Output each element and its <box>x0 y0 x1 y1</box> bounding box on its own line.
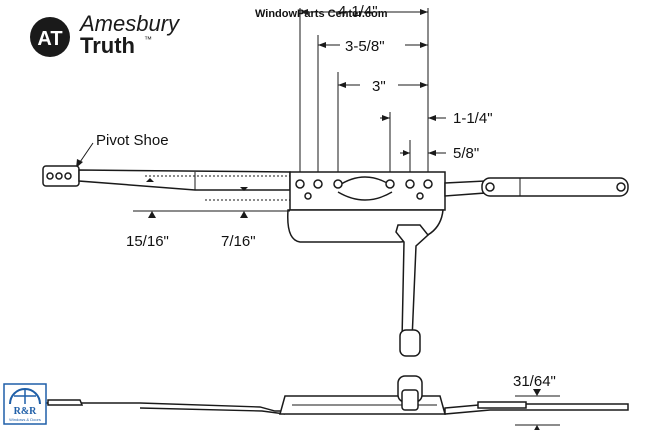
logo-letters: AT <box>37 28 62 50</box>
operator-side-view: 31/64" <box>40 373 629 430</box>
operator-top-view <box>42 165 629 357</box>
pivot-shoe-callout: Pivot Shoe <box>76 132 169 168</box>
dimension-7-16-label: 7/16" <box>221 233 256 250</box>
dimension-overall-label: 4-1/4" <box>338 3 378 20</box>
dimension-15-16: 15/16" <box>126 210 290 250</box>
watermark-text: WindowParts Center.com <box>255 8 388 20</box>
trademark-symbol: ™ <box>144 35 152 44</box>
dimension-overall: 4-1/4" <box>300 3 428 20</box>
dimension-3: 3" <box>338 78 428 95</box>
dimension-5-8-label: 5/8" <box>453 145 479 162</box>
dimension-3-label: 3" <box>372 78 386 95</box>
dimension-31-64-label: 31/64" <box>513 373 556 390</box>
logo-circle <box>30 17 70 57</box>
brand-name-bottom: Truth <box>80 33 135 58</box>
amesbury-truth-logo: AT Amesbury Truth ™ <box>30 11 181 58</box>
dealer-logo-subtext: Windows & Doors <box>9 417 41 422</box>
short-arm <box>481 177 629 197</box>
brand-name-top: Amesbury <box>78 11 181 36</box>
link-arm <box>444 180 486 197</box>
rr-dealer-logo: R&R Windows & Doors <box>3 383 47 425</box>
dimension-3-5-8: 3-5/8" <box>318 38 428 55</box>
main-arm <box>78 169 291 191</box>
dimension-1-1-4-label: 1-1/4" <box>453 110 493 127</box>
dimension-5-8: 5/8" <box>400 145 479 162</box>
pivot-shoe-label: Pivot Shoe <box>96 132 169 149</box>
dimension-3-5-8-label: 3-5/8" <box>345 38 385 55</box>
dimension-7-16: 7/16" <box>221 211 256 250</box>
dimension-1-1-4: 1-1/4" <box>380 110 493 127</box>
crank-knob <box>399 329 421 357</box>
dealer-logo-text: R&R <box>14 406 38 417</box>
dimension-15-16-label: 15/16" <box>126 233 169 250</box>
